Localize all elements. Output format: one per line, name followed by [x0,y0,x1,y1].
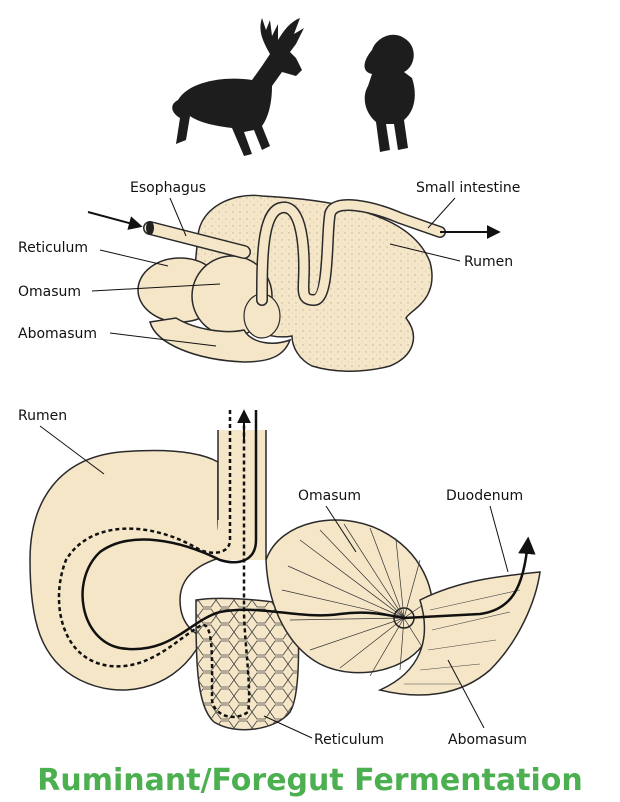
top-labels: Esophagus Small intestine Reticulum Rume… [18,180,520,347]
bottom-labels: Rumen Omasum Duodenum Reticulum Abomasum [18,408,527,748]
label-rumen-bottom: Rumen [18,408,67,424]
deer-icon [172,18,304,156]
label-esophagus-top: Esophagus [130,180,206,196]
bighorn-sheep-icon [364,34,415,152]
flow-path-solid [81,410,536,651]
label-omasum-top: Omasum [18,284,81,300]
label-abomasum-top: Abomasum [18,326,97,342]
flow-path-dashed [57,410,251,719]
label-small-intestine-top: Small intestine [416,180,520,196]
label-reticulum-bottom: Reticulum [314,732,384,748]
external-stomach [87,194,501,373]
cross-section [29,409,541,731]
label-rumen-top: Rumen [464,254,513,270]
diagram-title: Ruminant/Foregut Fermentation [37,763,582,798]
top-abomasum-shape [149,317,292,363]
inflow-arrow [87,211,143,230]
label-reticulum-top: Reticulum [18,240,88,256]
label-omasum-bottom: Omasum [298,488,361,504]
label-duodenum-bottom: Duodenum [446,488,523,504]
label-abomasum-bottom: Abomasum [448,732,527,748]
section-rumen-shape [29,449,245,691]
section-abomasum-shape [377,571,541,696]
